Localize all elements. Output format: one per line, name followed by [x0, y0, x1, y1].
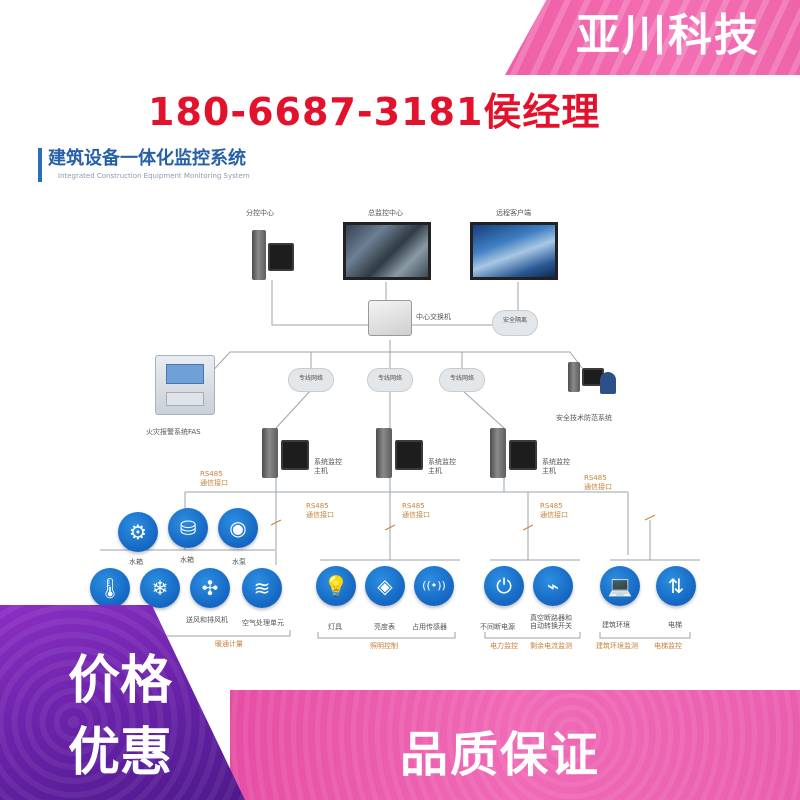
- promo-discount: 优惠: [68, 723, 173, 783]
- network-cloud: 专线网络: [288, 368, 334, 392]
- group-label: 电梯监控: [654, 642, 682, 650]
- promo-quality: 品质保证: [400, 727, 601, 783]
- rs485-label: RS485 通信接口: [200, 470, 228, 487]
- thermometer-icon: 🌡: [90, 568, 130, 608]
- sub-center-label: 分控中心: [246, 209, 274, 217]
- security-server-icon: [568, 362, 580, 392]
- device-label: 真空断路器和 自动转换开关: [530, 614, 572, 630]
- device-label: 送风和排风机: [186, 616, 228, 624]
- laptop-icon: 💻: [600, 566, 640, 606]
- power-icon: ⏻: [484, 566, 524, 606]
- rs485-label: RS485 通信接口: [584, 474, 612, 491]
- network-cloud: 专线网络: [367, 368, 413, 392]
- operator-icon: [600, 372, 616, 394]
- device-label: 亮度表: [374, 623, 395, 631]
- host-label: 系统监控 主机: [428, 458, 456, 475]
- fan-icon: ✣: [190, 568, 230, 608]
- sensor-icon: ((•)): [414, 566, 454, 606]
- brand-name: 亚川科技: [576, 10, 760, 61]
- host-label: 系统监控 主机: [314, 458, 342, 475]
- host-monitor-icon: [281, 440, 309, 470]
- water-tower-icon: ⛁: [168, 508, 208, 548]
- network-cloud-label: 专线网络: [377, 375, 402, 382]
- snowflake-icon: ❄: [140, 568, 180, 608]
- diagram-subtitle: Integrated Construction Equipment Monito…: [58, 172, 250, 180]
- network-cloud-label: 专线网络: [298, 375, 323, 382]
- remote-client-label: 远程客户端: [496, 209, 531, 217]
- device-label: 空气处理单元: [242, 619, 284, 627]
- switch-label: 中心交换机: [416, 313, 451, 321]
- group-label: 电力监控: [490, 642, 518, 650]
- light-control-icon: ◈: [365, 566, 405, 606]
- device-label: 占用传感器: [412, 623, 447, 631]
- group-label: 剩余电流监测: [530, 642, 572, 650]
- lightbulb-icon: 💡: [316, 566, 356, 606]
- device-label: 不间断电源: [480, 623, 515, 631]
- host-tower-icon: [262, 428, 278, 478]
- group-label: 建筑环境监测: [596, 642, 638, 650]
- host-tower-icon: [376, 428, 392, 478]
- network-cloud-label: 专线网络: [449, 375, 474, 382]
- promo-pink-banner: [230, 690, 800, 800]
- group-label: 暖通计量: [215, 640, 243, 648]
- device-label: 水箱: [129, 558, 143, 566]
- elevator-icon: ⇅: [656, 566, 696, 606]
- video-wall-icon: [343, 222, 431, 280]
- device-label: 水泵: [232, 558, 246, 566]
- contact-phone: 180-6687-3181侯经理: [148, 90, 601, 134]
- network-cloud: 专线网络: [439, 368, 485, 392]
- device-label: 建筑环境: [602, 621, 630, 629]
- promo-price: 价格: [68, 651, 173, 711]
- brand-banner: [505, 0, 800, 75]
- rs485-label: RS485 通信接口: [540, 502, 568, 519]
- host-monitor-icon: [395, 440, 423, 470]
- diagram-title: 建筑设备一体化监控系统: [48, 148, 246, 169]
- fas-label: 火灾报警系统FAS: [146, 428, 201, 436]
- host-monitor-icon: [509, 440, 537, 470]
- monitor-icon: [268, 243, 294, 271]
- breaker-icon: ⌁: [533, 566, 573, 606]
- group-label: 照明控制: [370, 642, 398, 650]
- device-label: 水箱: [180, 556, 194, 564]
- remote-screen-icon: [470, 222, 558, 280]
- rs485-label: RS485 通信接口: [402, 502, 430, 519]
- air-handler-icon: ≋: [242, 568, 282, 608]
- title-accent-bar: [38, 148, 42, 182]
- device-label: 电梯: [668, 621, 682, 629]
- pump-icon: ◉: [218, 508, 258, 548]
- server-tower-icon: [252, 230, 266, 280]
- isolation-cloud: 安全隔离: [492, 310, 538, 336]
- switch-icon: [368, 300, 412, 336]
- host-tower-icon: [490, 428, 506, 478]
- device-label: 灯具: [328, 623, 342, 631]
- water-pump-icon: ⚙: [118, 512, 158, 552]
- security-system-label: 安全技术防范系统: [556, 414, 612, 422]
- isolation-cloud-label: 安全隔离: [502, 317, 527, 324]
- fire-alarm-panel-icon: [155, 355, 215, 415]
- main-center-label: 总监控中心: [368, 209, 403, 217]
- rs485-label: RS485 通信接口: [306, 502, 334, 519]
- host-label: 系统监控 主机: [542, 458, 570, 475]
